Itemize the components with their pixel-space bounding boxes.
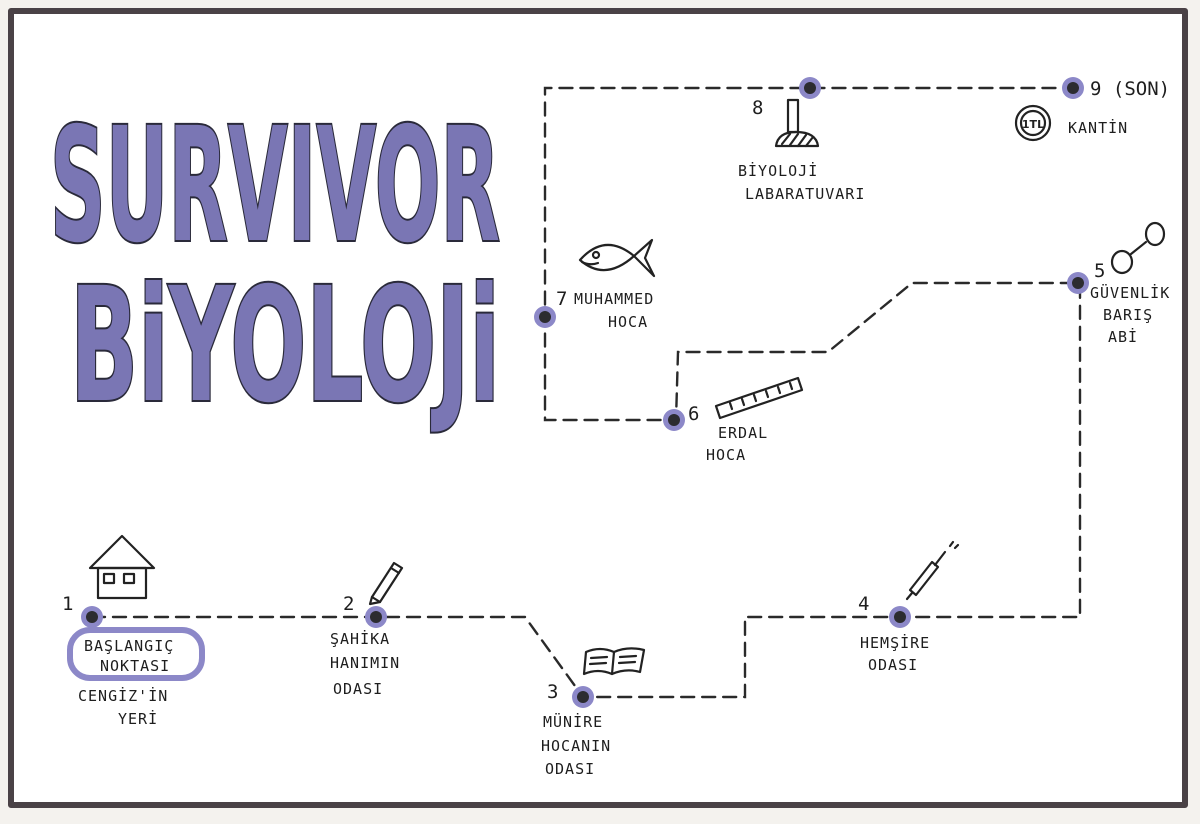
coin-text: 1TL: [1022, 118, 1044, 131]
stop-number-3: 3: [547, 681, 558, 703]
stop-marker-4[interactable]: [889, 606, 911, 628]
stop-marker-1[interactable]: [81, 606, 103, 628]
stop-label-5-line-1: GÜVENLİK: [1090, 283, 1170, 302]
stop-label-8-line-2: LABARATUVARI: [745, 185, 865, 203]
start-badge-line-1: BAŞLANGIÇ: [84, 637, 174, 655]
stop-number-8: 8: [752, 97, 763, 119]
stop-marker-5[interactable]: [1067, 272, 1089, 294]
stop-number-5: 5: [1094, 260, 1105, 282]
stop-label-6-line-1: ERDAL: [718, 424, 768, 442]
stop-label-3-line-1: MÜNİRE: [543, 712, 603, 731]
stop-number-9: 9 (SON): [1090, 78, 1170, 100]
microscope-icon: [774, 98, 820, 148]
stop-label-1-line-1: CENGİZ'İN: [78, 686, 168, 705]
stop-marker-8[interactable]: [799, 77, 821, 99]
stop-label-2-line-3: ODASI: [333, 680, 383, 698]
stop-marker-9[interactable]: [1062, 77, 1084, 99]
stop-label-4-line-1: HEMŞİRE: [860, 633, 930, 652]
stop-label-7-line-2: HOCA: [608, 313, 648, 331]
stop-label-5-line-3: ABİ: [1108, 327, 1138, 346]
stop-marker-7[interactable]: [534, 306, 556, 328]
stop-marker-2[interactable]: [365, 606, 387, 628]
book-icon: [582, 647, 646, 676]
stop-label-2-line-1: ŞAHİKA: [330, 629, 390, 648]
stop-label-3-line-2: HOCANIN: [541, 737, 611, 755]
stop-marker-3[interactable]: [572, 686, 594, 708]
stop-label-7-line-1: MUHAMMED: [574, 290, 654, 308]
stop-label-6-line-2: HOCA: [706, 446, 746, 464]
stop-label-1-line-2: YERİ: [118, 709, 158, 728]
start-badge: [67, 627, 205, 681]
stop-number-2: 2: [343, 593, 354, 615]
handcuffs-icon: [1110, 221, 1166, 275]
stop-label-8-line-1: BİYOLOJİ: [738, 161, 818, 180]
title-line-1: SURVIVOR: [50, 94, 500, 278]
route-path: [90, 86, 1082, 699]
house-icon: [88, 534, 156, 600]
map-frame: [8, 8, 1188, 808]
stop-number-4: 4: [858, 593, 869, 615]
stop-label-3-line-3: ODASI: [545, 760, 595, 778]
stop-label-5-line-2: BARIŞ: [1103, 306, 1153, 324]
coin-icon: 1TL: [1014, 104, 1052, 142]
stop-label-4-line-2: ODASI: [868, 656, 918, 674]
stop-label-2-line-2: HANIMIN: [330, 654, 400, 672]
ruler-icon: [714, 376, 804, 420]
stop-number-6: 6: [688, 403, 699, 425]
stop-number-1: 1: [62, 593, 73, 615]
stop-number-7: 7: [556, 288, 567, 310]
title-line-2: BiYOLOJi: [70, 254, 500, 438]
stop-label-9-line-1: KANTİN: [1068, 118, 1128, 137]
syringe-icon: [905, 540, 960, 601]
pencil-icon: [368, 561, 404, 606]
start-badge-line-2: NOKTASI: [100, 657, 170, 675]
fish-icon: [578, 238, 656, 278]
stop-marker-6[interactable]: [663, 409, 685, 431]
